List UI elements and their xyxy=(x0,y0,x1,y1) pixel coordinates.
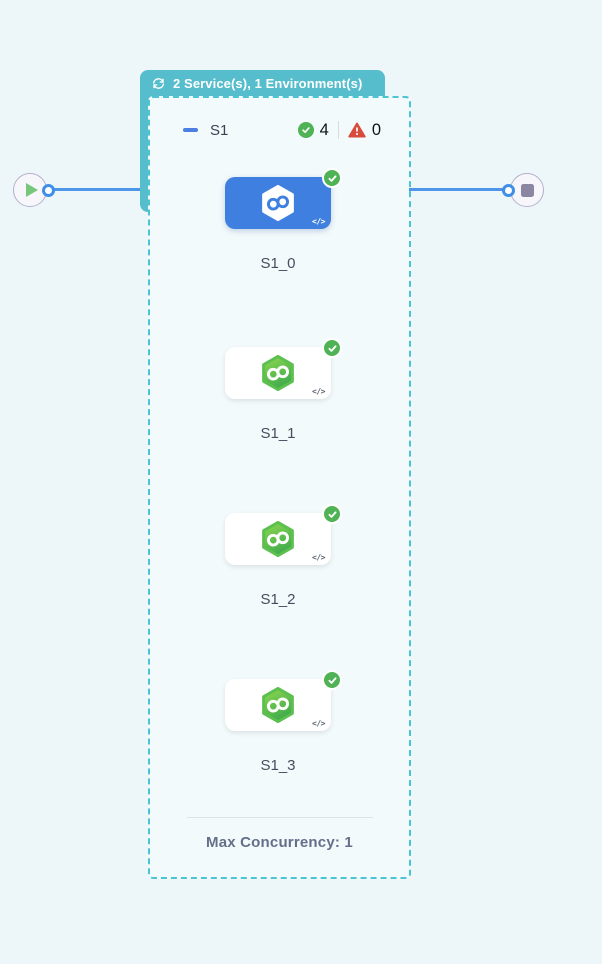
edge-start-to-stage xyxy=(52,188,141,191)
stage-name: S1 xyxy=(210,121,229,139)
step-card[interactable]: </> xyxy=(225,338,342,399)
code-step-icon: </> xyxy=(312,217,325,226)
services-environments-label: 2 Service(s), 1 Environment(s) xyxy=(173,75,363,91)
step-success-badge-icon xyxy=(322,168,342,188)
end-node xyxy=(510,173,544,207)
service-hexagon-icon xyxy=(262,520,294,558)
stop-icon xyxy=(520,183,534,197)
end-port-dot xyxy=(502,184,515,197)
play-icon xyxy=(26,183,38,197)
failure-count: 0 xyxy=(371,120,381,139)
step-label: S1_3 xyxy=(260,757,296,774)
collapse-stage-icon[interactable] xyxy=(183,128,198,132)
step-node-s1-1[interactable]: </> S1_1 xyxy=(225,338,342,442)
start-node xyxy=(13,173,47,207)
failure-count-icon xyxy=(348,122,366,138)
count-divider xyxy=(337,121,339,139)
step-card[interactable]: </> xyxy=(225,504,342,565)
footer-divider xyxy=(186,817,373,818)
service-hexagon-icon xyxy=(262,354,294,392)
step-card[interactable]: </> xyxy=(225,670,342,731)
step-node-s1-2[interactable]: </> S1_2 xyxy=(225,504,342,608)
step-card[interactable]: </> xyxy=(225,168,342,229)
service-hexagon-icon xyxy=(262,184,294,222)
code-step-icon: </> xyxy=(312,553,325,562)
step-label: S1_0 xyxy=(260,255,296,272)
loop-icon xyxy=(151,76,166,91)
start-port-dot xyxy=(42,184,55,197)
step-node-s1-3[interactable]: </> S1_3 xyxy=(225,670,342,774)
edge-stage-to-end xyxy=(409,188,504,191)
step-success-badge-icon xyxy=(322,338,342,358)
step-label: S1_2 xyxy=(260,591,296,608)
stage-header: S1 4 0 xyxy=(150,116,409,144)
step-success-badge-icon xyxy=(322,504,342,524)
success-count-icon xyxy=(297,122,314,138)
code-step-icon: </> xyxy=(312,719,325,728)
service-hexagon-icon xyxy=(262,686,294,724)
max-concurrency-label: Max Concurrency: 1 xyxy=(206,834,353,851)
step-success-badge-icon xyxy=(322,670,342,690)
step-node-s1-0[interactable]: </> S1_0 xyxy=(225,168,342,272)
code-step-icon: </> xyxy=(312,387,325,396)
step-label: S1_1 xyxy=(260,425,296,442)
success-count: 4 xyxy=(319,120,329,139)
